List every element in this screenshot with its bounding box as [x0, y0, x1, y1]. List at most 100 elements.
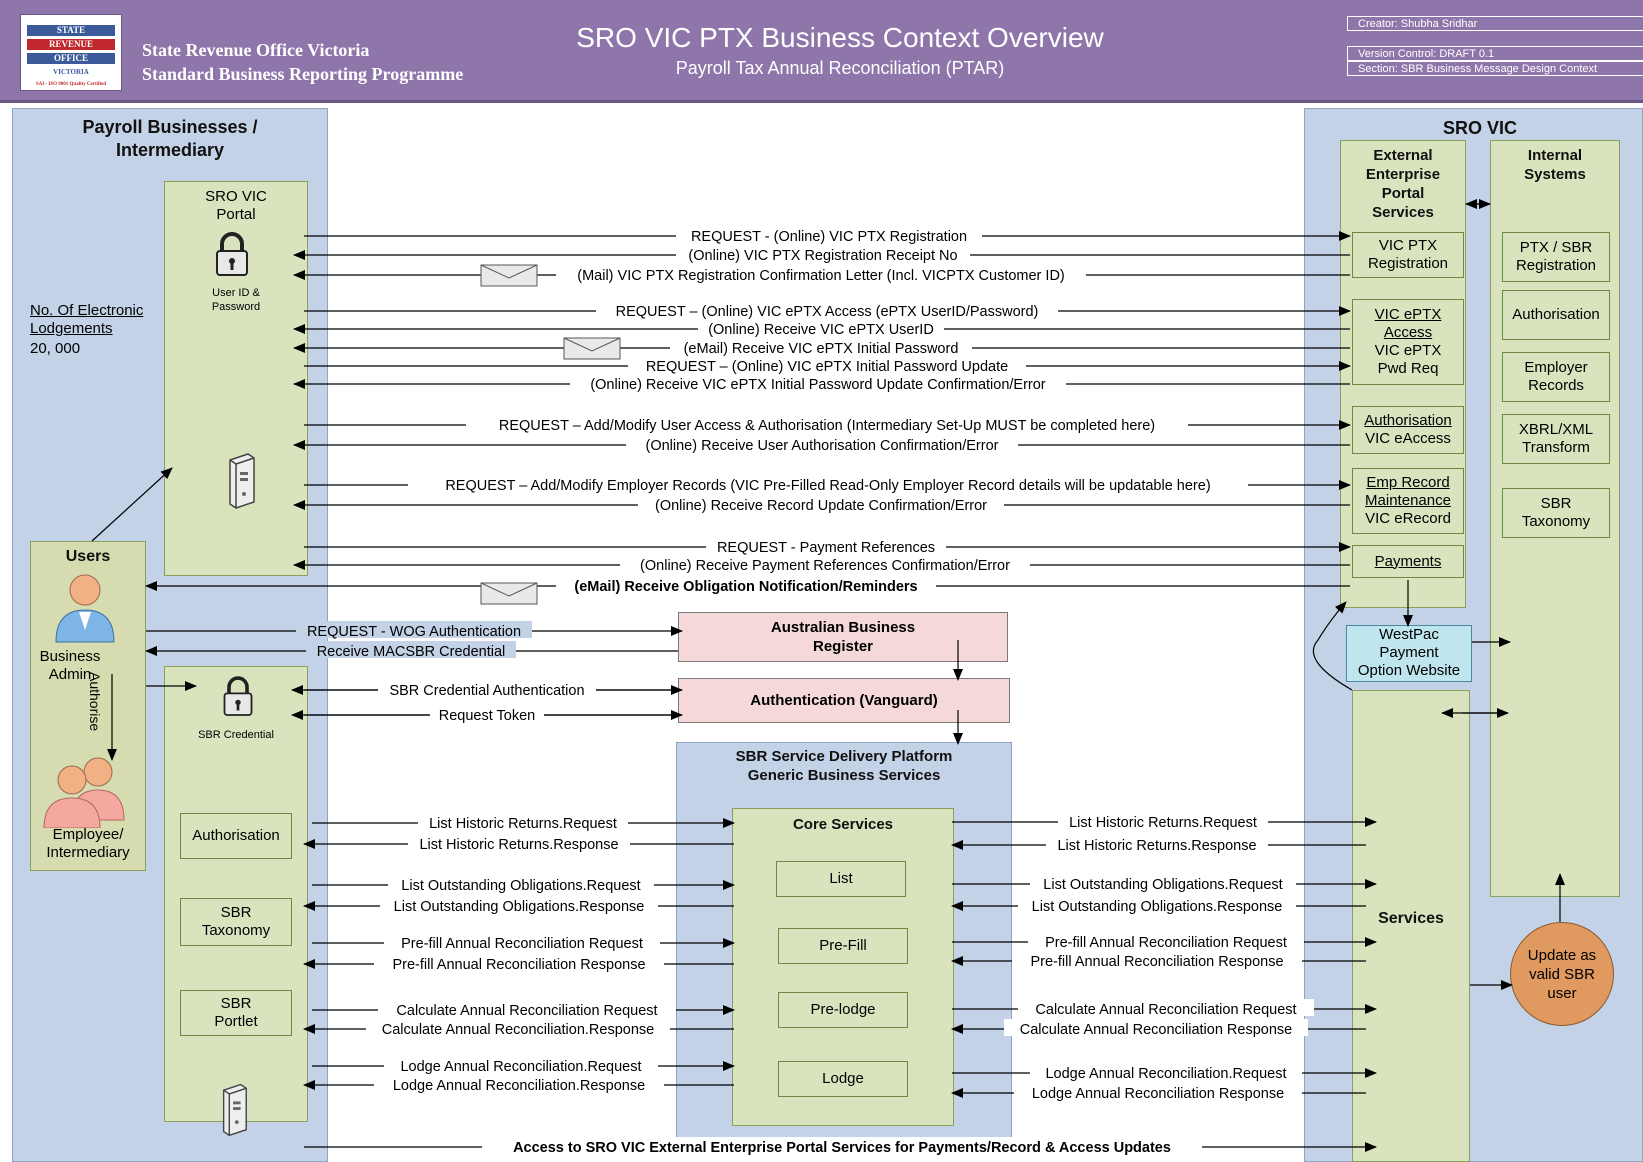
user-id-line-1: User ID & — [212, 287, 260, 299]
message-labels: REQUEST - (Online) VIC PTX Registration … — [296, 226, 1314, 1156]
westpac-line-3: Option Website — [1357, 662, 1461, 679]
msg-left-calculate-request: Calculate Annual Reconciliation Request — [396, 1003, 657, 1019]
external-portal-title: External Enterprise Portal Services — [1340, 146, 1466, 222]
users-title: Users — [65, 548, 111, 565]
lodge-service-box: Lodge — [778, 1061, 908, 1097]
msg-eptx-initial-password: (eMail) Receive VIC ePTX Initial Passwor… — [684, 341, 959, 357]
msg-sbr-credential-authentication: SBR Credential Authentication — [389, 683, 584, 699]
int-auth-label: Authorisation — [1512, 306, 1600, 323]
msg-wog-authentication: REQUEST - WOG Authentication — [307, 624, 521, 640]
page-title: SRO VIC PTX Business Context Overview — [576, 22, 1104, 53]
arrow-services-to-external — [1312, 601, 1353, 691]
business-admin-label: Business Admin — [30, 648, 110, 684]
vic-ptx-reg-line-1: VIC PTX — [1378, 237, 1438, 254]
arrow-users-to-portal — [91, 467, 173, 542]
portal-title-line-1: SRO VIC — [205, 188, 267, 205]
prelodge-service-label: Pre-lodge — [810, 1001, 876, 1018]
business-admin-line-1: Business — [39, 648, 101, 665]
vic-ptx-reg-line-2: Registration — [1367, 255, 1449, 272]
prefill-service-label: Pre-Fill — [819, 937, 867, 954]
envelope-icon — [563, 337, 621, 360]
int-emp-line-1: Employer — [1524, 359, 1588, 376]
int-sbr-line-2: Taxonomy — [1521, 513, 1591, 530]
msg-ptx-registration-receipt: (Online) VIC PTX Registration Receipt No — [688, 248, 957, 264]
lodgements-line-1: No. Of Electronic — [30, 302, 144, 319]
internal-sbr-taxonomy-box: SBR Taxonomy — [1502, 488, 1610, 538]
msg-ptx-registration-request: REQUEST - (Online) VIC PTX Registration — [691, 229, 967, 245]
msg-left-list-outstanding-response: List Outstanding Obligations.Response — [394, 899, 645, 915]
external-line-2: Enterprise — [1365, 166, 1441, 183]
sbr-portlet-line-2: Portlet — [214, 1013, 258, 1030]
sbr-platform-title: SBR Service Delivery Platform Generic Bu… — [676, 747, 1012, 785]
ptx-sbr-registration-box: PTX / SBR Registration — [1502, 232, 1610, 282]
msg-left-prefill-response: Pre-fill Annual Reconciliation Response — [392, 957, 645, 973]
employee-line-1: Employee/ — [52, 826, 124, 843]
msg-left-list-outstanding-request: List Outstanding Obligations.Request — [401, 878, 640, 894]
int-emp-line-2: Records — [1528, 377, 1584, 394]
vanguard-label: Authentication (Vanguard) — [750, 692, 938, 709]
list-service-label: List — [829, 870, 853, 887]
msg-right-prefill-response: Pre-fill Annual Reconciliation Response — [1030, 954, 1283, 970]
lane-title-line-1: Payroll Businesses / — [82, 117, 258, 137]
lodgements-label: No. Of Electronic Lodgements — [30, 302, 143, 338]
msg-left-calculate-response: Calculate Annual Reconciliation.Response — [382, 1022, 654, 1038]
msg-bottom-access: Access to SRO VIC External Enterprise Po… — [513, 1140, 1171, 1156]
mail-icons — [480, 264, 621, 605]
int-sbr-line-1: SBR — [1540, 495, 1572, 512]
msg-right-list-historic-response: List Historic Returns.Response — [1057, 838, 1256, 854]
msg-payment-references-request: REQUEST - Payment References — [717, 540, 935, 556]
services-panel — [1352, 690, 1470, 1162]
msg-eptx-password-update: REQUEST – (Online) VIC ePTX Initial Pass… — [646, 359, 1008, 375]
logo-line-revenue: REVENUE — [27, 39, 115, 50]
external-line-1: External — [1373, 147, 1433, 164]
payments-label: Payments — [1374, 552, 1442, 570]
emp-record-maintenance-box: Emp Record Maintenance VIC eRecord — [1352, 468, 1464, 534]
business-admin-line-2: Admin — [48, 666, 92, 683]
update-valid-sbr-user-circle: Update as valid SBR user — [1510, 922, 1614, 1026]
australian-business-register-box: Australian Business Register — [678, 612, 1008, 662]
sro-vic-title: SRO VIC — [1442, 118, 1517, 138]
employer-records-box: Employer Records — [1502, 352, 1610, 402]
internal-systems-title: Internal Systems — [1490, 146, 1620, 184]
msg-right-lodge-response: Lodge Annual Reconciliation Response — [1032, 1086, 1284, 1102]
xbrl-xml-transform-box: XBRL/XML Transform — [1502, 414, 1610, 464]
lane-title-line-2: Intermediary — [115, 140, 225, 160]
eptx-line-3: VIC ePTX — [1374, 342, 1442, 359]
sbr-credential-panel — [164, 666, 308, 1122]
eptx-line-4: Pwd Req — [1377, 360, 1439, 377]
msg-user-access-request: REQUEST – Add/Modify User Access & Autho… — [499, 418, 1155, 434]
msg-right-list-historic-request: List Historic Returns.Request — [1069, 815, 1257, 831]
auth-line-2: VIC eAccess — [1365, 430, 1451, 447]
services-title: Services — [1378, 910, 1444, 927]
employee-line-2: Intermediary — [46, 844, 130, 861]
sro-logo: STATE REVENUE OFFICE VICTORIA SAI - ISO … — [20, 14, 122, 91]
sbr-taxonomy-box: SBR Taxonomy — [180, 898, 292, 946]
update-line-2: valid SBR — [1529, 965, 1595, 983]
envelope-icon — [480, 264, 538, 287]
internal-line-1: Internal — [1527, 147, 1583, 164]
sbr-platform-line-2: Generic Business Services — [747, 767, 941, 784]
lodge-service-label: Lodge — [822, 1070, 864, 1087]
logo-line-state: STATE — [27, 25, 115, 36]
msg-left-list-historic-response: List Historic Returns.Response — [419, 837, 618, 853]
user-id-line-2: Password — [211, 301, 261, 313]
int-xbrl-line-2: Transform — [1522, 439, 1590, 456]
portal-title-line-2: Portal — [216, 206, 256, 223]
vic-ptx-registration-box: VIC PTX Registration — [1352, 232, 1464, 278]
msg-left-list-historic-request: List Historic Returns.Request — [429, 816, 617, 832]
prefill-service-box: Pre-Fill — [778, 928, 908, 964]
sro-vic-portal-panel — [164, 181, 308, 576]
msg-right-list-outstanding-request: List Outstanding Obligations.Request — [1043, 877, 1282, 893]
authentication-vanguard-box: Authentication (Vanguard) — [678, 678, 1010, 723]
msg-eptx-userid: (Online) Receive VIC ePTX UserID — [708, 322, 934, 338]
update-line-3: user — [1547, 984, 1577, 1002]
int-ptx-line-1: PTX / SBR — [1519, 239, 1593, 256]
msg-right-calculate-request: Calculate Annual Reconciliation Request — [1035, 1002, 1296, 1018]
external-line-4: Services — [1372, 204, 1434, 221]
prelodge-service-box: Pre-lodge — [778, 992, 908, 1028]
meta-section: Section: SBR Business Message Design Con… — [1347, 61, 1643, 76]
abr-line-1: Australian Business — [770, 619, 916, 636]
msg-left-prefill-request: Pre-fill Annual Reconciliation Request — [401, 936, 643, 952]
westpac-payment-website-box: WestPac Payment Option Website — [1346, 625, 1472, 682]
